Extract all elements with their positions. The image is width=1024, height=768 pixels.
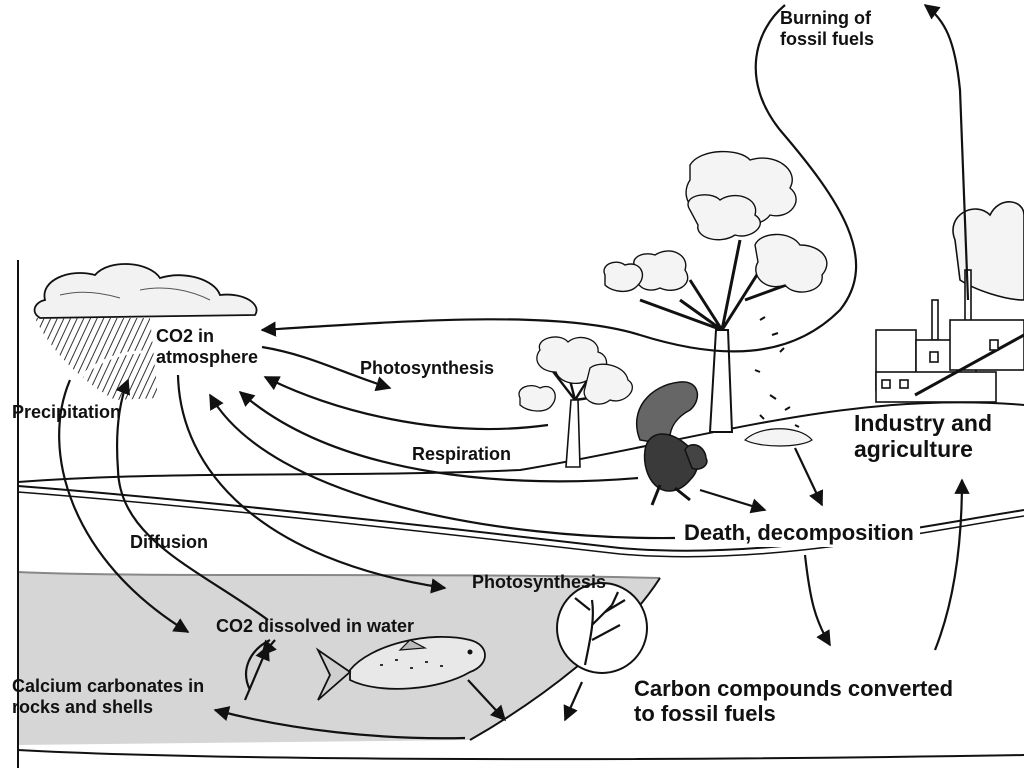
precipitation-swirl: [78, 350, 143, 380]
leaf-litter-icon: [744, 394, 813, 447]
label-diffusion: Diffusion: [130, 532, 208, 552]
rain-icon: [35, 318, 158, 400]
label-carbon-compounds: Carbon compounds converted to fossil fue…: [634, 676, 954, 727]
land-contour-upper: [17, 401, 1024, 483]
label-death-decomposition: Death, decomposition: [678, 518, 920, 548]
fish-icon: [315, 636, 486, 701]
label-burning-fossil-fuels: Burning of fossil fuels: [780, 8, 875, 49]
label-respiration: Respiration: [412, 444, 512, 464]
algae-icon: [556, 582, 648, 674]
label-calcium-carbonates: Calcium carbonates in rocks and shells: [12, 676, 205, 717]
bottom-edge: [17, 749, 1024, 761]
tree-icon: [603, 150, 828, 433]
label-co2-dissolved: CO2 dissolved in water: [216, 616, 415, 636]
label-precipitation: Precipitation: [12, 402, 122, 422]
water-surface-line: [17, 571, 661, 579]
shoreline: [469, 577, 661, 741]
cloud-icon: [33, 263, 258, 319]
label-industry-agriculture: Industry and agriculture: [854, 410, 993, 463]
tree-icon: [518, 336, 633, 468]
water-body: [18, 572, 660, 745]
factory-icon: [875, 201, 1024, 403]
label-photosynthesis-water: Photosynthesis: [472, 572, 607, 592]
label-photosynthesis-land: Photosynthesis: [360, 358, 495, 378]
squirrel-icon: [635, 381, 708, 506]
label-co2-atmosphere: CO2 in atmosphere: [156, 326, 259, 367]
